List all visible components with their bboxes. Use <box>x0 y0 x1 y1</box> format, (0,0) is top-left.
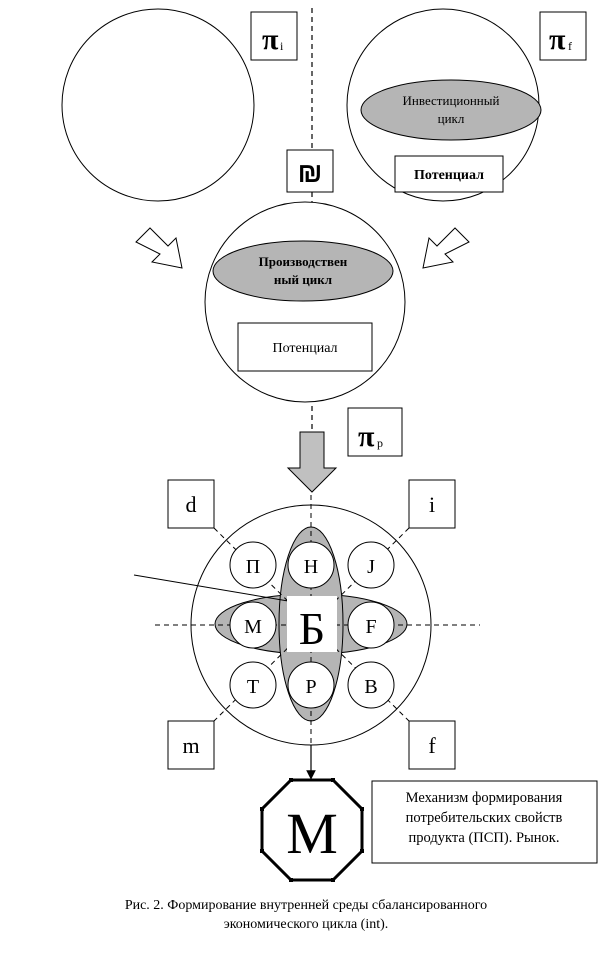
label-d: d <box>186 492 197 517</box>
label-box-m <box>167 720 215 770</box>
octagon-corner-markers <box>260 778 364 882</box>
label-box-d <box>167 479 215 529</box>
label-m: m <box>182 733 199 758</box>
inner-label-R: Р <box>305 676 316 698</box>
mechanism-line3: продукта (ПСП). Рынок. <box>409 830 560 846</box>
inner-circle-R: Р <box>287 661 335 709</box>
center-box <box>287 596 337 652</box>
inner-circle-F: F <box>347 601 395 649</box>
inner-circle-T: Т <box>229 661 277 709</box>
caption-line1: Рис. 2. Формирование внутренней среды сб… <box>125 898 487 913</box>
pi-i-sub: i <box>280 39 284 53</box>
pi-p-symbol: π <box>358 420 375 453</box>
mechanism-box <box>371 780 598 864</box>
arrow-down-gray <box>286 431 338 493</box>
inner-label-V: В <box>364 676 377 698</box>
inner-circle-V: В <box>347 661 395 709</box>
pointer-line <box>133 574 289 602</box>
circle-production <box>204 201 406 403</box>
investment-cycle-line2: цикл <box>438 111 465 126</box>
pi-f-symbol: π <box>549 23 566 56</box>
arrow-left-diagonal <box>135 227 183 269</box>
pi-i-symbol: π <box>262 23 279 56</box>
mechanism-line1: Механизм формирования <box>406 790 563 806</box>
production-cycle-ellipse <box>212 240 394 302</box>
investment-cycle-ellipse <box>360 79 542 141</box>
label-box-f <box>408 720 456 770</box>
inner-label-T: Т <box>247 676 259 698</box>
caption-line2: экономического цикла (int). <box>224 917 389 932</box>
inner-label-N: Н <box>304 556 318 578</box>
pi-f-sub: f <box>568 39 572 53</box>
production-cycle-line2: ный цикл <box>274 272 332 287</box>
inner-label-P: П <box>246 556 260 578</box>
pi-p-box <box>347 407 403 457</box>
label-box-i <box>408 479 456 529</box>
investment-potential-box <box>394 155 504 193</box>
pi-f-box <box>539 11 587 61</box>
label-f: f <box>428 733 436 758</box>
inner-label-F: F <box>365 616 376 638</box>
center-letter: Б <box>299 603 325 654</box>
pi-p-sub: p <box>377 436 383 450</box>
label-i: i <box>429 492 435 517</box>
circle-initial <box>61 8 255 202</box>
production-potential-label: Потенциал <box>272 341 337 356</box>
inner-circle-N: Н <box>287 541 335 589</box>
inner-circle-P: П <box>229 541 277 589</box>
shekel-symbol: ₪ <box>298 157 323 188</box>
inner-label-J: J <box>367 556 375 578</box>
pi-i-box <box>250 11 298 61</box>
inner-circle-J: J <box>347 541 395 589</box>
inner-label-M: М <box>244 616 262 638</box>
shekel-box <box>286 149 334 193</box>
arrow-right-diagonal <box>422 227 470 269</box>
production-potential-box <box>237 322 373 372</box>
production-cycle-line1: Производствен <box>259 254 348 269</box>
octagon-letter: M <box>286 801 338 866</box>
investment-potential-label: Потенциал <box>414 168 484 183</box>
inner-circle-M: М <box>229 601 277 649</box>
mechanism-line2: потребительских свойств <box>406 810 563 826</box>
investment-cycle-line1: Инвестиционный <box>403 93 500 108</box>
